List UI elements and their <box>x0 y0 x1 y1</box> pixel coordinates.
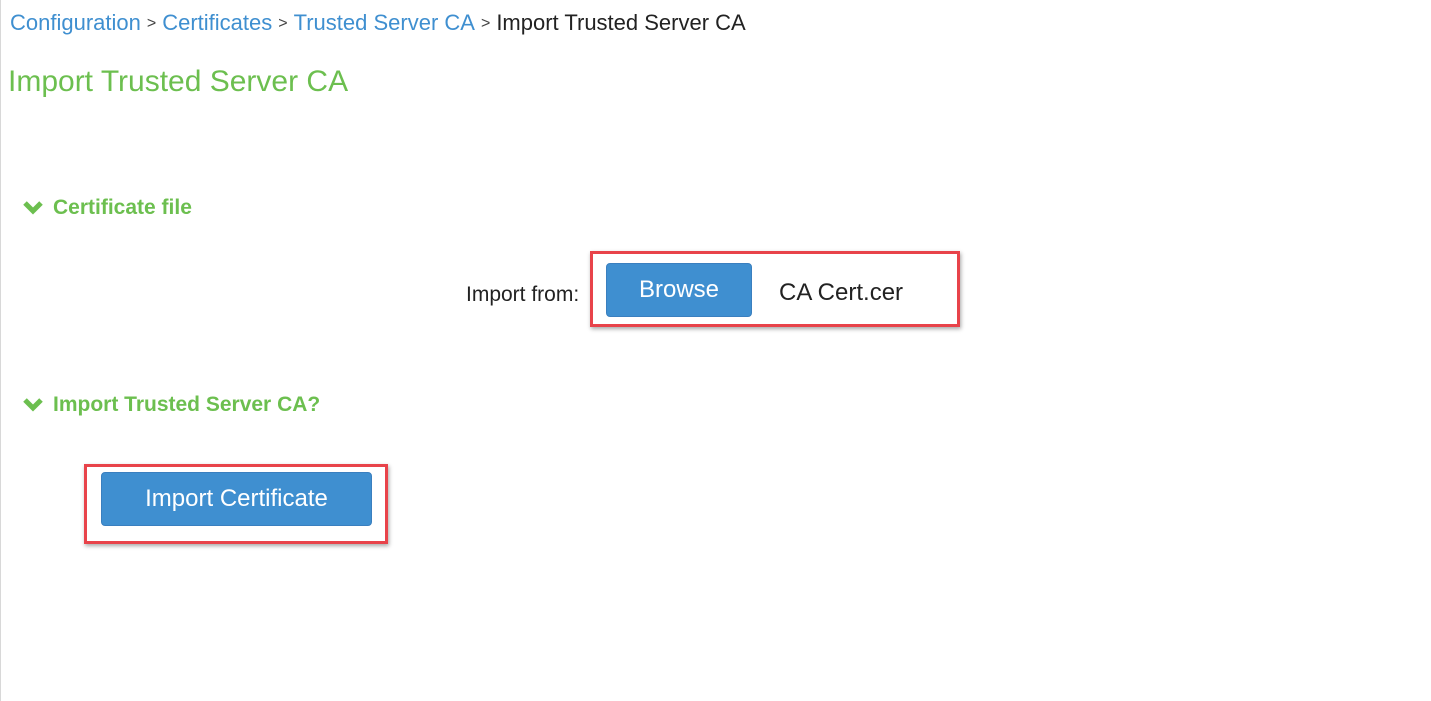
breadcrumb-separator: > <box>278 15 288 32</box>
breadcrumb-current: Import Trusted Server CA <box>496 10 746 35</box>
left-border <box>0 0 1 701</box>
section-header-label: Import Trusted Server CA? <box>53 393 321 416</box>
browse-button[interactable]: Browse <box>606 263 752 317</box>
section-header-certificate-file[interactable]: Certificate file <box>22 196 192 220</box>
breadcrumb-link-certificates[interactable]: Certificates <box>162 10 273 35</box>
breadcrumb-separator: > <box>480 15 491 32</box>
breadcrumb-separator: > <box>146 15 157 32</box>
chevron-down-icon <box>23 398 43 412</box>
browse-highlight-box <box>590 251 960 327</box>
section-header-label: Certificate file <box>53 196 192 219</box>
chevron-down-icon <box>23 201 43 215</box>
import-certificate-highlight-box <box>84 464 388 544</box>
page-title: Import Trusted Server CA <box>8 65 349 98</box>
import-certificate-button[interactable]: Import Certificate <box>101 472 372 526</box>
breadcrumb-link-configuration[interactable]: Configuration <box>10 10 141 35</box>
import-from-label: Import from: <box>466 283 580 306</box>
breadcrumb-link-trusted-server-ca[interactable]: Trusted Server CA <box>293 10 475 35</box>
breadcrumb: Configuration > Certificates > Trusted Serve… <box>10 9 746 40</box>
section-header-import-trusted-server-ca[interactable]: Import Trusted Server CA? <box>22 393 320 417</box>
selected-file-name: CA Cert.cer <box>779 279 904 306</box>
